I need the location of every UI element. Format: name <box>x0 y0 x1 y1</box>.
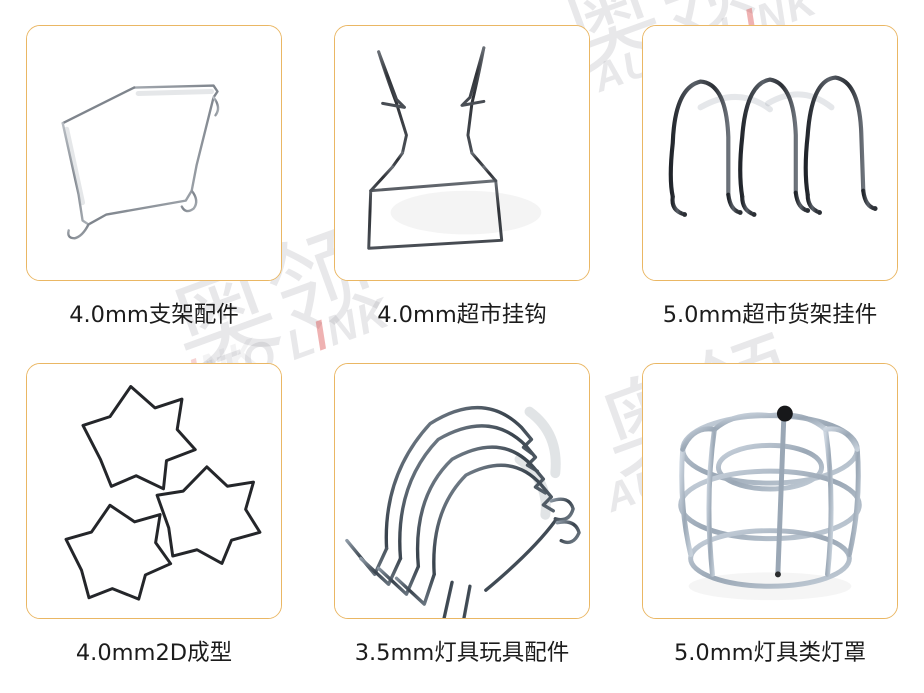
product-row-2: 4.0mm2D成型 <box>0 363 924 667</box>
product-caption-4: 4.0mm2D成型 <box>75 640 233 666</box>
product-cell-6: 5.0mm灯具类灯罩 <box>616 363 924 667</box>
product-cell-2: 4.0mm超市挂钩 <box>308 25 616 329</box>
product-caption-6: 5.0mm灯具类灯罩 <box>673 640 867 666</box>
product-caption-2: 4.0mm超市挂钩 <box>377 302 547 328</box>
product-cell-1: 4.0mm支架配件 <box>0 25 308 329</box>
product-card-2[interactable] <box>334 25 590 281</box>
product-caption-5: 3.5mm灯具玩具配件 <box>354 640 570 666</box>
product-cell-5: 3.5mm灯具玩具配件 <box>308 363 616 667</box>
product-caption-1: 4.0mm支架配件 <box>69 302 239 328</box>
product-image-4 <box>27 364 281 618</box>
product-card-3[interactable] <box>642 25 898 281</box>
product-image-3 <box>643 26 897 280</box>
product-cell-4: 4.0mm2D成型 <box>0 363 308 667</box>
product-image-2 <box>335 26 589 280</box>
product-image-6 <box>643 364 897 618</box>
product-row-1: 4.0mm支架配件 <box>0 25 924 329</box>
product-caption-3: 5.0mm超市货架挂件 <box>662 302 878 328</box>
product-image-1 <box>27 26 281 280</box>
product-cell-3: 5.0mm超市货架挂件 <box>616 25 924 329</box>
product-card-6[interactable] <box>642 363 898 619</box>
product-card-4[interactable] <box>26 363 282 619</box>
product-image-5 <box>335 364 589 618</box>
product-card-1[interactable] <box>26 25 282 281</box>
product-card-5[interactable] <box>334 363 590 619</box>
